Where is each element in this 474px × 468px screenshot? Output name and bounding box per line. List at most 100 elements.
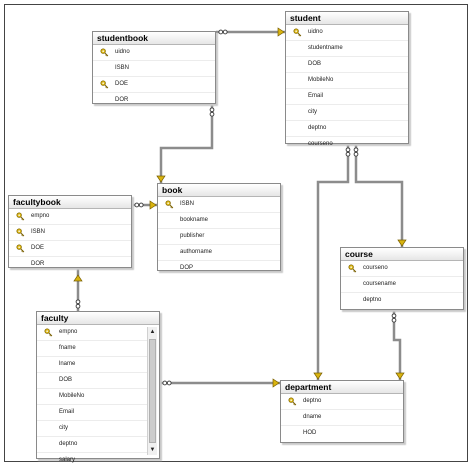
key-end-icon: [277, 27, 285, 37]
key-icon: [44, 328, 53, 337]
column-name: ISBN: [115, 65, 130, 71]
column-row[interactable]: courseno: [286, 137, 408, 152]
column-row[interactable]: DOP: [158, 261, 280, 276]
column-name: Email: [59, 409, 75, 415]
many-end-icon: [162, 380, 172, 386]
column-name: DOE: [115, 81, 129, 87]
many-end-icon: [75, 299, 81, 309]
column-row[interactable]: city: [286, 105, 408, 121]
column-row[interactable]: bookname: [158, 213, 280, 229]
connector-student-course[interactable]: [354, 144, 404, 247]
table-title: facultybook: [9, 196, 131, 209]
column-name: coursename: [363, 281, 397, 287]
key-icon: [16, 244, 25, 253]
key-end-icon: [313, 372, 323, 380]
column-row[interactable]: uidno: [93, 45, 215, 61]
many-end-icon: [209, 107, 215, 117]
many-end-icon: [345, 147, 351, 157]
connector-course-department[interactable]: [392, 310, 402, 380]
column-name: deptno: [308, 125, 327, 131]
column-row[interactable]: Email: [37, 405, 147, 421]
table-title: student: [286, 12, 408, 25]
column-name: studentname: [308, 45, 343, 51]
column-row[interactable]: deptno: [281, 394, 403, 410]
column-name: salary: [59, 457, 76, 463]
scroll-down-arrow-icon[interactable]: ▼: [149, 447, 156, 453]
column-row[interactable]: coursename: [341, 277, 463, 293]
column-row[interactable]: fname: [37, 341, 147, 357]
column-row[interactable]: deptno: [286, 121, 408, 137]
column-row[interactable]: studentname: [286, 41, 408, 57]
column-row[interactable]: MobileNo: [37, 389, 147, 405]
column-row[interactable]: ISBN: [9, 225, 131, 241]
column-row[interactable]: deptno: [341, 293, 463, 308]
key-end-icon: [272, 378, 280, 388]
key-icon: [348, 264, 357, 273]
column-row[interactable]: publisher: [158, 229, 280, 245]
scroll-up-arrow-icon[interactable]: ▲: [149, 329, 156, 335]
column-row[interactable]: empno: [9, 209, 131, 225]
column-name: DOP: [180, 265, 194, 271]
column-name: city: [308, 109, 317, 115]
column-row[interactable]: authorname: [158, 245, 280, 261]
column-row[interactable]: DOB: [286, 57, 408, 73]
key-end-icon: [156, 175, 166, 183]
key-icon: [16, 212, 25, 221]
column-name: courseno: [363, 265, 388, 271]
key-icon: [16, 228, 25, 237]
connector-studentbook-book[interactable]: [159, 104, 214, 183]
column-row[interactable]: empno: [37, 325, 147, 341]
table-title: department: [281, 381, 403, 394]
column-name: bookname: [180, 217, 209, 223]
column-row[interactable]: ISBN: [93, 61, 215, 77]
key-icon: [288, 397, 297, 406]
column-name: Email: [308, 93, 324, 99]
column-row[interactable]: courseno: [341, 261, 463, 277]
table-title: faculty: [37, 312, 159, 325]
column-row[interactable]: DOE: [93, 77, 215, 93]
table-title: studentbook: [93, 32, 215, 45]
column-row[interactable]: DOB: [37, 373, 147, 389]
connector-student-department[interactable]: [316, 144, 350, 380]
column-row[interactable]: MobileNo: [286, 73, 408, 89]
column-row[interactable]: dname: [281, 410, 403, 426]
column-name: HOD: [303, 430, 317, 436]
column-name: fname: [59, 345, 76, 351]
column-name: deptno: [59, 441, 78, 447]
column-name: DOB: [308, 61, 322, 67]
column-name: uidno: [115, 49, 130, 55]
column-row[interactable]: DOR: [9, 257, 131, 272]
column-name: authorname: [180, 249, 213, 255]
column-row[interactable]: uidno: [286, 25, 408, 41]
column-name: MobileNo: [59, 393, 85, 399]
column-row[interactable]: salary: [37, 453, 147, 468]
scrollbar[interactable]: ▲ ▼: [147, 327, 157, 455]
scroll-thumb[interactable]: [149, 339, 156, 443]
column-row[interactable]: city: [37, 421, 147, 437]
column-row[interactable]: ISBN: [158, 197, 280, 213]
column-name: lname: [59, 361, 76, 367]
column-row[interactable]: lname: [37, 357, 147, 373]
column-row[interactable]: HOD: [281, 426, 403, 441]
many-end-icon: [391, 313, 397, 323]
column-row[interactable]: deptno: [37, 437, 147, 453]
column-name: deptno: [363, 297, 382, 303]
column-row[interactable]: DOE: [9, 241, 131, 257]
column-row[interactable]: Email: [286, 89, 408, 105]
column-name: ISBN: [31, 229, 46, 235]
column-name: DOE: [31, 245, 45, 251]
key-end-icon: [149, 200, 157, 210]
column-row[interactable]: DOR: [93, 93, 215, 108]
